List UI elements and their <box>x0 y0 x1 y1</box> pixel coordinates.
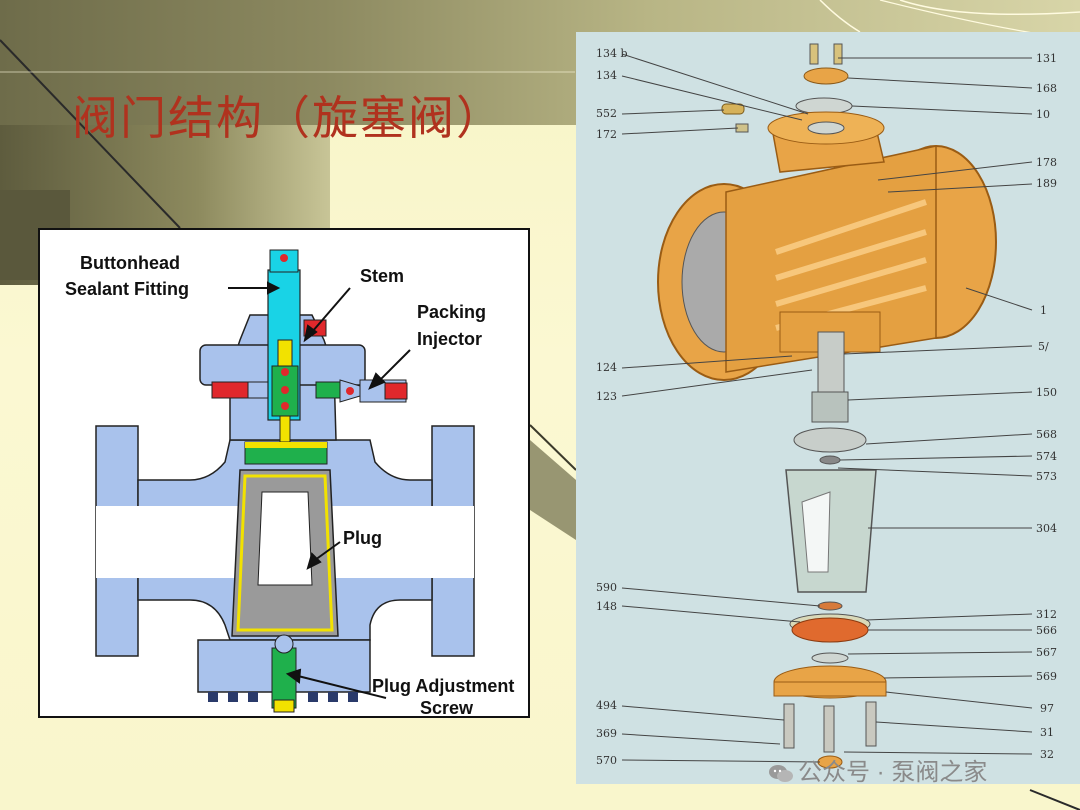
callout-570: 570 <box>596 754 617 767</box>
callout-123: 123 <box>596 390 617 403</box>
callout-172: 172 <box>596 128 617 141</box>
callout-131: 131 <box>1036 52 1057 65</box>
callout-569: 569 <box>1036 670 1057 683</box>
label-packing: Packing <box>417 302 486 322</box>
cross-section-svg: Buttonhead Sealant Fitting Stem Packing … <box>65 249 514 718</box>
callout-178: 178 <box>1036 156 1057 169</box>
callout-124: 124 <box>596 361 617 374</box>
label-buttonhead: Buttonhead <box>80 253 180 273</box>
callout-134: 134 <box>596 69 617 82</box>
callout-566: 566 <box>1036 624 1057 637</box>
callout-5: 5/ <box>1038 340 1049 353</box>
callout-134b: 134 b <box>596 47 628 60</box>
callout-590: 590 <box>596 581 617 594</box>
exploded-view-svg: 134 b 134 552 172 124 123 590 148 494 36… <box>596 43 1057 769</box>
callout-1: 1 <box>1040 304 1047 317</box>
callout-189: 189 <box>1036 177 1057 190</box>
exploded-view-panel: 134 b 134 552 172 124 123 590 148 494 36… <box>576 32 1080 784</box>
callout-312: 312 <box>1036 608 1057 621</box>
callout-148: 148 <box>596 600 617 613</box>
label-sealant-fitting: Sealant Fitting <box>65 279 189 299</box>
label-stem: Stem <box>360 266 404 286</box>
slide-title: 阀门结构（旋塞阀） <box>72 91 504 145</box>
callout-97: 97 <box>1040 702 1054 715</box>
label-plug: Plug <box>343 528 382 548</box>
label-screw: Screw <box>420 698 474 716</box>
watermark: 公众号 · 泵阀之家 <box>768 752 987 787</box>
callout-369: 369 <box>596 727 617 740</box>
plug-valve-cross-section: Buttonhead Sealant Fitting Stem Packing … <box>38 228 530 718</box>
label-injector: Injector <box>417 329 482 349</box>
callout-32: 32 <box>1040 748 1054 761</box>
callout-573: 573 <box>1036 470 1057 483</box>
callout-574: 574 <box>1036 450 1057 463</box>
callout-494: 494 <box>596 699 617 712</box>
callout-567: 567 <box>1036 646 1057 659</box>
callout-168: 168 <box>1036 82 1057 95</box>
callout-568: 568 <box>1036 428 1057 441</box>
label-plug-adjustment: Plug Adjustment <box>372 676 514 696</box>
wechat-icon <box>769 764 793 782</box>
callout-10: 10 <box>1036 108 1050 121</box>
callout-304: 304 <box>1036 522 1057 535</box>
callout-552: 552 <box>596 107 617 120</box>
watermark-text: 公众号 · 泵阀之家 <box>798 759 988 786</box>
callout-150: 150 <box>1036 386 1057 399</box>
callout-31: 31 <box>1040 726 1054 739</box>
